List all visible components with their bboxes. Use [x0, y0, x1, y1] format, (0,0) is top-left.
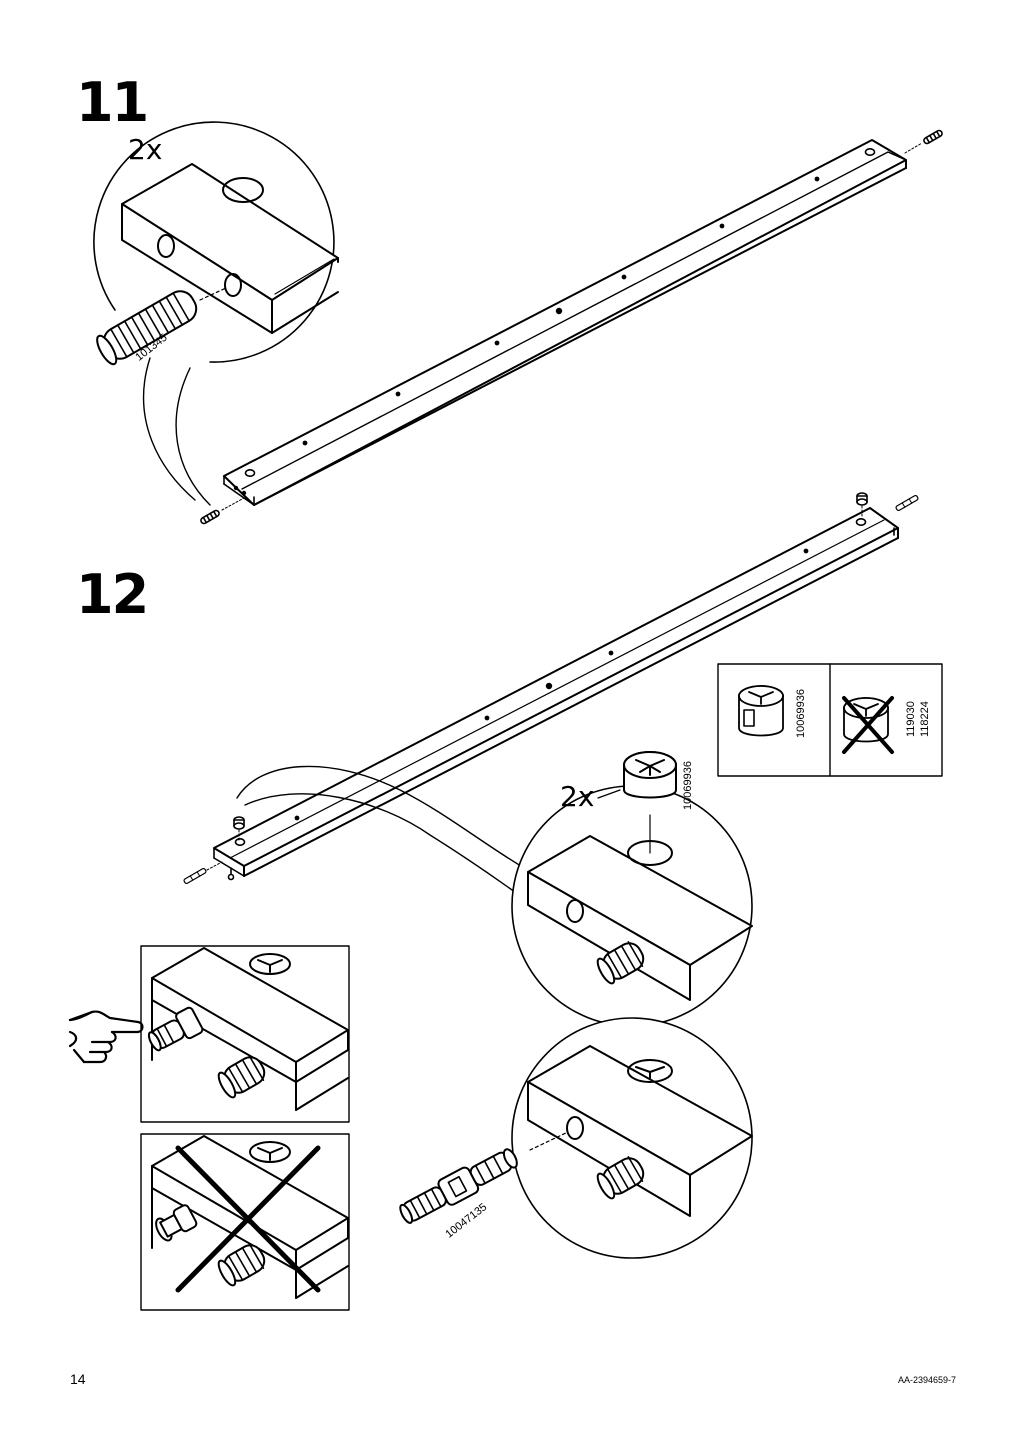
beam-step12	[213, 507, 899, 881]
connector-bolt-icon	[895, 494, 919, 512]
cam-lock-info-box	[717, 663, 943, 777]
cam-lock-icon	[623, 751, 677, 799]
panel-incorrect-insertion	[140, 1133, 350, 1311]
wooden-dowel-icon	[200, 497, 245, 525]
info-box-wrong-part-number: 118224	[919, 701, 931, 737]
wooden-dowel-icon	[904, 129, 943, 154]
beam-step11	[223, 139, 907, 506]
cross-mark-icon	[175, 1145, 321, 1293]
cam-lock-part-number: 10069936	[682, 761, 694, 810]
cross-mark-icon	[842, 696, 894, 754]
cam-lock-icon	[856, 492, 868, 519]
panel-correct-insertion	[140, 945, 350, 1123]
cam-lock-icon	[233, 816, 245, 841]
page-number: 14	[70, 1371, 86, 1387]
step-11-number: 11	[76, 71, 149, 134]
detail-view-connector-bolt	[399, 1017, 753, 1259]
step-11-quantity: 2x	[128, 133, 163, 166]
info-box-wrong-part-number: 119030	[905, 701, 917, 737]
detail-view-cam-lock	[511, 751, 753, 1027]
step-12-quantity: 2x	[560, 780, 595, 813]
step-12-number: 12	[76, 563, 149, 626]
cam-lock-icon	[738, 685, 784, 737]
connector-bolt-icon	[399, 1148, 518, 1224]
info-box-correct-part-number: 10069936	[795, 689, 807, 738]
detail-view-step11	[93, 121, 339, 506]
pointing-hand-icon	[68, 1010, 144, 1064]
connector-bolt-icon	[183, 861, 223, 885]
document-code: AA-2394659-7	[898, 1375, 957, 1385]
